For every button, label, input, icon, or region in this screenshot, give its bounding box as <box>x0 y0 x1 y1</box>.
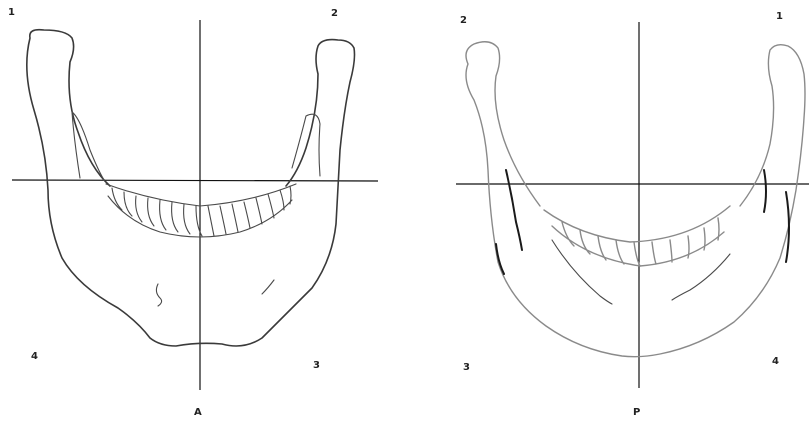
panel-p-mandible-outline <box>466 42 805 357</box>
panel-p-quadrant-1-label: 1 <box>776 12 783 22</box>
panel-p-right-accent <box>764 170 766 212</box>
panel-a-tooth <box>220 206 226 234</box>
panel-p-left-inner-line <box>552 240 612 304</box>
panel-p-quadrant-3-label: 3 <box>463 363 470 373</box>
panel-p <box>456 22 809 388</box>
panel-p-tooth <box>688 236 689 258</box>
panel-a-quadrant-3-label: 3 <box>313 361 320 371</box>
panel-a-tooth <box>268 194 274 218</box>
panel-a-left-mental-foramen <box>156 284 161 306</box>
panel-p-tooth <box>718 218 719 240</box>
panel-a-tooth <box>232 204 238 232</box>
panel-p-tooth <box>670 240 672 262</box>
panel-a-horizontal-axis <box>12 180 378 181</box>
panel-a-tooth <box>160 200 166 230</box>
panel-a-tooth <box>172 202 178 232</box>
panel-a-tooth <box>124 192 132 216</box>
panel-a-right-mental-foramen <box>262 280 274 294</box>
panel-p-caption: P <box>633 408 640 418</box>
panel-p-quadrant-4-label: 4 <box>772 357 779 367</box>
panel-a-mandible-outline <box>27 30 355 346</box>
panel-a-tooth <box>196 206 202 236</box>
panel-a-tooth <box>290 186 291 204</box>
panel-p-tooth <box>704 228 705 250</box>
panel-a-right-ramus-line <box>292 114 320 176</box>
panel-p-quadrant-2-label: 2 <box>460 16 467 26</box>
panel-a-teeth <box>112 186 291 236</box>
panel-a-caption: A <box>194 408 202 418</box>
panel-a-tooth <box>244 202 250 228</box>
panel-p-right-inner-line <box>672 254 730 300</box>
panel-a-tooth <box>136 196 142 222</box>
panel-a-quadrant-4-label: 4 <box>31 352 38 362</box>
panel-a <box>12 20 378 390</box>
panel-a-tooth <box>148 198 154 226</box>
panel-a-tooth <box>184 204 190 234</box>
panel-p-right-ramus-accent <box>786 192 789 262</box>
panel-a-tooth <box>280 190 284 210</box>
panel-p-dental-arch-upper <box>544 206 730 242</box>
panel-a-tooth <box>208 206 214 236</box>
panel-a-left-ramus-line <box>72 112 104 180</box>
panel-a-tooth <box>256 198 262 224</box>
panel-p-left-accent <box>506 170 522 250</box>
panel-p-tooth <box>652 242 656 264</box>
panel-a-dental-arch-upper <box>106 184 296 206</box>
panel-a-quadrant-2-label: 2 <box>331 9 338 19</box>
panel-p-tooth <box>616 240 624 264</box>
panel-a-quadrant-1-label: 1 <box>8 8 15 18</box>
